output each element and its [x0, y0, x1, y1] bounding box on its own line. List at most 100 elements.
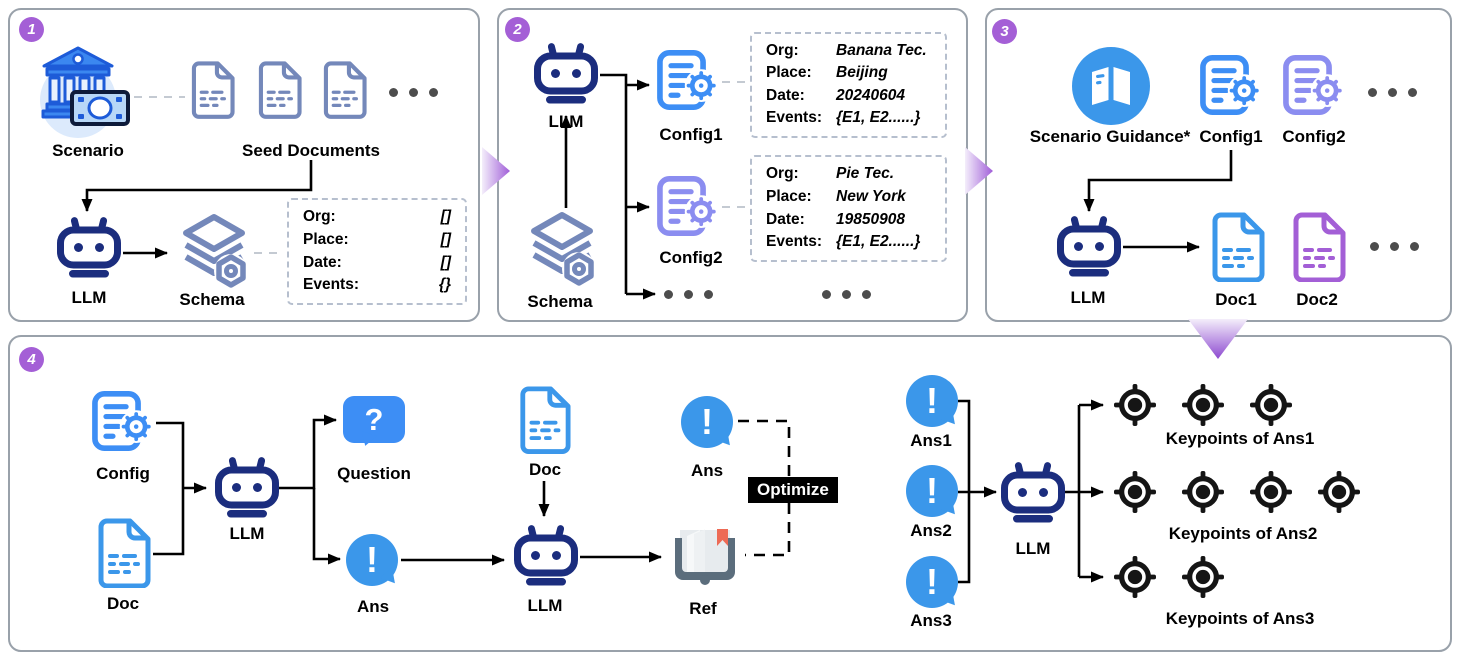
ellipsis-icon — [664, 290, 713, 299]
field-value: [] — [440, 253, 451, 271]
field-value: {E1, E2......} — [836, 233, 921, 251]
field-value: {} — [438, 276, 451, 294]
schema-icon — [524, 210, 600, 290]
ref-label: Ref — [689, 599, 717, 618]
step-badge: 4 — [19, 347, 44, 372]
llm-label: LLM — [1015, 539, 1051, 558]
field-key: Events: — [303, 276, 359, 294]
keypoint-icon — [1182, 384, 1224, 426]
keypoint-icon — [1250, 384, 1292, 426]
scenario-guidance-book-icon — [1072, 47, 1150, 125]
doc1-label: Doc1 — [1215, 290, 1257, 309]
field-key: Org: — [303, 208, 336, 226]
llm-label: LLM — [548, 112, 584, 131]
question-bubble-icon: ? — [343, 396, 405, 443]
config2-icon — [657, 176, 721, 236]
keypoints-row — [1114, 471, 1360, 513]
field-value: Banana Tec. — [836, 41, 927, 59]
field-row: Date: 19850908 — [766, 211, 931, 230]
scenario-guidance-label: Scenario Guidance* — [1029, 127, 1191, 146]
ans3-label: Ans3 — [910, 611, 952, 630]
field-key: Date: — [766, 86, 805, 104]
field-value: 19850908 — [836, 210, 905, 228]
config1-label: Config1 — [659, 125, 723, 144]
ellipsis-icon — [389, 88, 438, 97]
ans1-bubble-icon: ! — [906, 375, 958, 427]
field-key: Date: — [766, 210, 805, 228]
doc1-icon — [1209, 212, 1265, 283]
config2-label: Config2 — [1282, 127, 1346, 146]
step-badge: 1 — [19, 17, 44, 42]
llm-robot-icon — [57, 216, 121, 278]
llm-robot-icon — [1001, 461, 1065, 523]
ellipsis-icon — [1368, 88, 1417, 97]
doc2-label: Doc2 — [1296, 290, 1338, 309]
keypoint-icon — [1182, 471, 1224, 513]
config2-icon — [1283, 55, 1347, 115]
field-value: New York — [836, 187, 906, 205]
schema-fields-box: Org:[] Place:[] Date:[] Events:{} — [287, 198, 467, 305]
field-key: Place: — [766, 187, 812, 205]
step-badge: 3 — [992, 19, 1017, 44]
ellipsis-icon — [822, 290, 871, 299]
keypoint-icon — [1114, 471, 1156, 513]
schema-label: Schema — [527, 292, 593, 311]
field-row: Org: [] — [303, 208, 451, 227]
field-value: Pie Tec. — [836, 165, 895, 183]
field-value: [] — [440, 230, 451, 248]
field-row: Place: New York — [766, 188, 931, 207]
field-value: {E1, E2......} — [836, 109, 921, 127]
optimize-badge: Optimize — [748, 477, 838, 503]
llm-label: LLM — [229, 524, 265, 543]
chevron-right-icon — [480, 146, 512, 196]
seed-document-icon — [189, 61, 235, 119]
exclamation-glyph: ! — [926, 561, 938, 602]
ref-book-icon — [670, 526, 740, 588]
field-key: Org: — [766, 165, 799, 183]
config2-fields-box: Org: Pie Tec. Place: New York Date: 1985090… — [750, 155, 947, 262]
field-value: Beijing — [836, 64, 888, 82]
llm-label: LLM — [1070, 288, 1106, 307]
chevron-down-icon — [1187, 317, 1249, 361]
seed-document-icon — [321, 61, 367, 119]
schema-label: Schema — [179, 290, 245, 309]
exclamation-glyph: ! — [926, 380, 938, 421]
doc-label: Doc — [528, 460, 562, 479]
doc2-icon — [1290, 212, 1346, 283]
keypoints-row — [1114, 384, 1292, 426]
exclamation-glyph: ! — [366, 539, 378, 580]
field-row: Place:[] — [303, 231, 451, 250]
config1-icon — [1200, 55, 1264, 115]
llm-robot-icon — [215, 456, 279, 518]
field-row: Place: Beijing — [766, 64, 931, 83]
seed-documents-label: Seed Documents — [242, 141, 380, 160]
chevron-right-icon — [963, 146, 995, 196]
scenario-label: Scenario — [52, 141, 124, 160]
field-row: Events: {E1, E2......} — [766, 233, 931, 252]
config1-label: Config1 — [1199, 127, 1263, 146]
keypoint-icon — [1182, 556, 1224, 598]
field-row: Date: 20240604 — [766, 87, 931, 106]
exclamation-glyph: ! — [701, 401, 713, 442]
field-value: [] — [440, 208, 451, 226]
config2-label: Config2 — [659, 248, 723, 267]
seed-document-icon — [256, 61, 302, 119]
field-key: Events: — [766, 233, 822, 251]
scenario-bank-icon — [36, 40, 132, 144]
doc-icon — [517, 386, 571, 454]
step-badge: 2 — [505, 17, 530, 42]
field-value: 20240604 — [836, 86, 905, 104]
field-key: Place: — [766, 64, 812, 82]
field-row: Org:Banana Tec. — [766, 42, 931, 61]
field-row: Events: {} — [303, 276, 451, 295]
llm-robot-icon — [514, 524, 578, 586]
field-row: Org: Pie Tec. — [766, 165, 931, 184]
field-key: Events: — [766, 109, 822, 127]
field-row: Events: {E1, E2......} — [766, 109, 931, 128]
keypoints-row — [1114, 556, 1224, 598]
schema-icon — [176, 212, 252, 292]
keypoint-icon — [1318, 471, 1360, 513]
llm-robot-icon — [534, 42, 598, 104]
config-label: Config — [96, 464, 150, 483]
exclamation-glyph: ! — [926, 470, 938, 511]
